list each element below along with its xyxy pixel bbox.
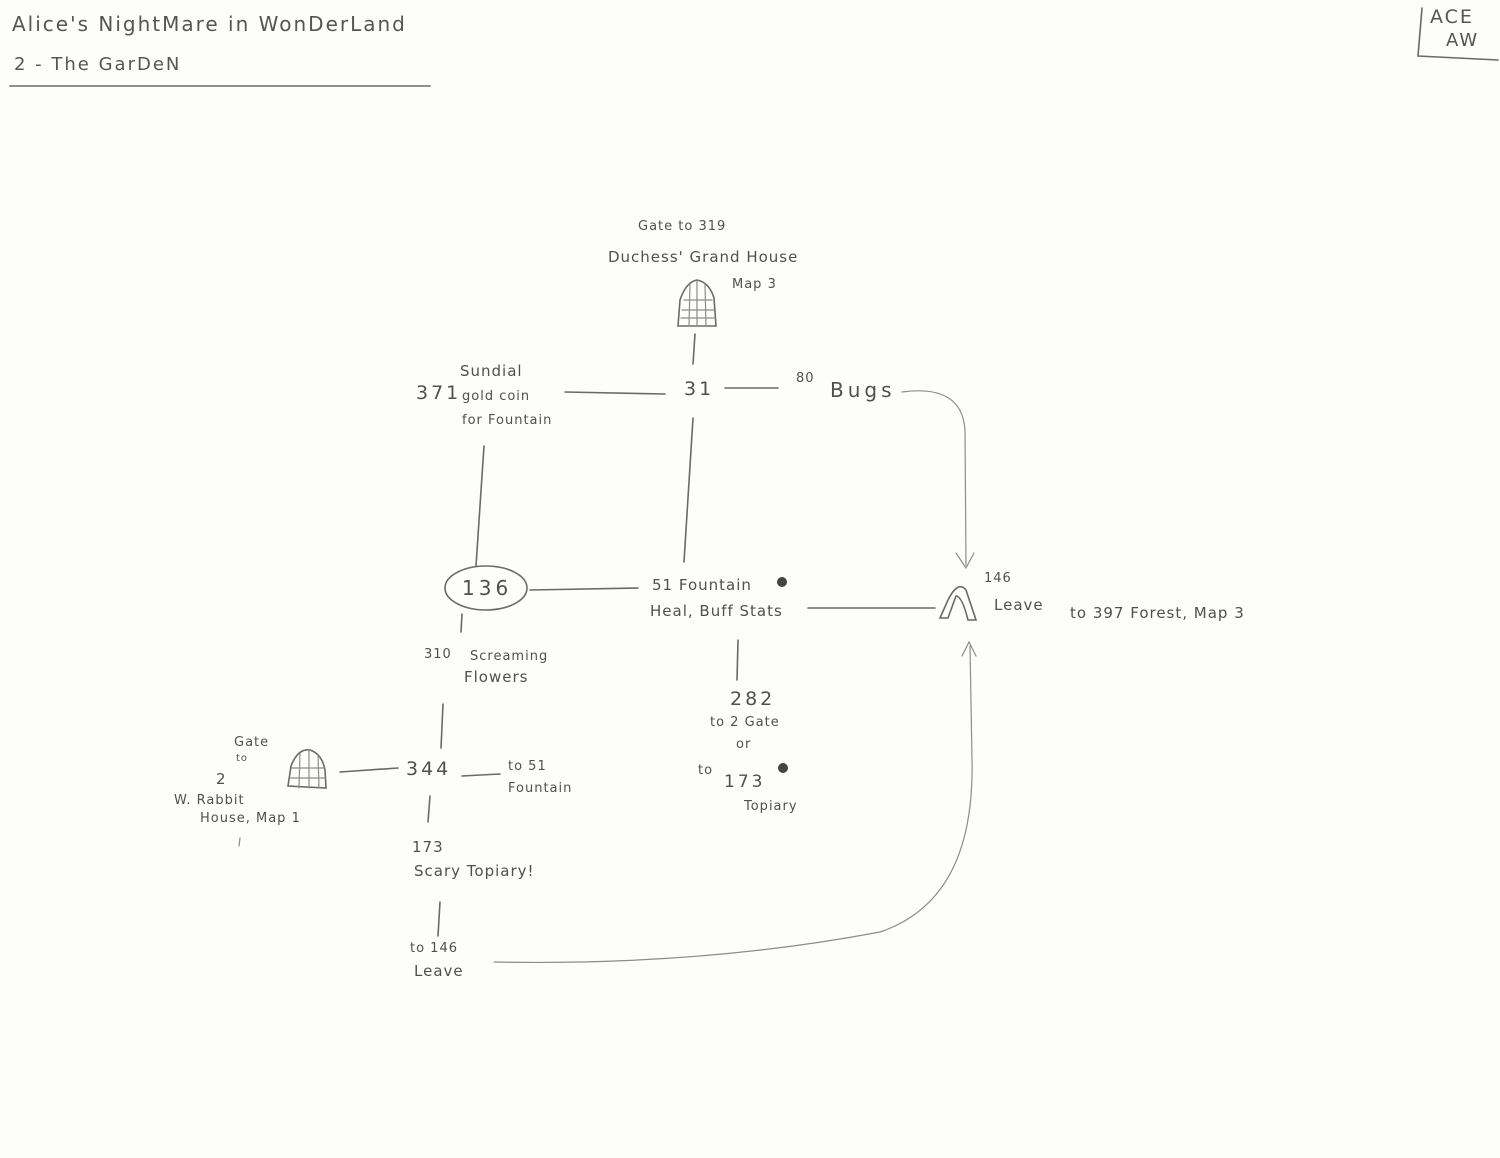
initials-line1: ACE — [1430, 6, 1474, 28]
edge-51-282 — [736, 639, 739, 681]
dot-51 — [777, 577, 787, 587]
edge-371-136 — [475, 445, 485, 567]
node-282-number: 282 — [730, 688, 776, 710]
node-371-line3: for Fountain — [462, 413, 553, 428]
node-344-line1: to 51 — [508, 759, 547, 774]
gate2-line2: to — [236, 753, 249, 764]
node-371-line2: gold coin — [462, 389, 531, 404]
dot-173 — [778, 763, 788, 773]
arrow-into-146-top — [955, 552, 975, 570]
node-51-line2: Heal, Buff Stats — [650, 602, 783, 620]
node-173-number: 173 — [412, 838, 444, 856]
node-136-number: 136 — [462, 576, 513, 600]
node-344-line2: Fountain — [508, 781, 573, 796]
node-282-line2: or — [736, 737, 752, 752]
edge-136-51 — [529, 587, 639, 591]
initials-line2: AW — [1446, 30, 1480, 51]
map-title: Alice's NightMare in WonDerLand — [12, 12, 407, 36]
node-282-line1: to 2 Gate — [710, 715, 780, 730]
edge-136-310 — [460, 613, 463, 633]
edge-344-to51 — [461, 773, 501, 777]
stray-mark — [238, 837, 241, 847]
node-173-line1: Scary Topiary! — [414, 862, 535, 880]
edge-371-31 — [564, 391, 666, 395]
node-371-number: 371 — [416, 382, 462, 404]
gate2-line1: Gate — [234, 735, 270, 750]
gate-icon-top — [677, 279, 717, 327]
map-subtitle: 2 - The GarDeN — [14, 54, 182, 75]
gate319-line3: Map 3 — [732, 277, 777, 292]
node-31-number: 31 — [684, 378, 715, 400]
edge-310-344 — [440, 703, 444, 749]
gate319-line2: Duchess' Grand House — [608, 248, 799, 266]
leave-line1: to 146 — [410, 941, 458, 956]
edge-344-173 — [427, 795, 431, 823]
edge-gate319-31 — [692, 333, 696, 365]
leave-line2: Leave — [414, 962, 464, 980]
arch-icon — [938, 585, 978, 621]
gate319-line1: Gate to 319 — [638, 219, 727, 234]
node-51-line1: 51 Fountain — [652, 576, 752, 594]
node-282-line3-num: 173 — [724, 772, 766, 792]
node-344-number: 344 — [406, 758, 452, 780]
gate2-line3: 2 — [216, 770, 227, 788]
initials-box — [1417, 7, 1499, 61]
gate2-line4: W. Rabbit — [174, 793, 245, 808]
arrow-into-146-bottom — [961, 640, 977, 657]
node-371-line1: Sundial — [460, 362, 523, 380]
edge-173-leave — [437, 901, 441, 937]
gate2-line5: House, Map 1 — [200, 811, 301, 826]
edge-31-51 — [683, 417, 694, 563]
node-146-line1: Leave — [994, 596, 1044, 614]
edge-gate2-344 — [339, 767, 399, 773]
node-146-number: 146 — [984, 571, 1012, 586]
gate-icon-left — [287, 749, 327, 789]
node-310-number: 310 — [424, 647, 452, 662]
node-310-line2: Flowers — [464, 668, 529, 686]
node-310-line1: Screaming — [470, 649, 549, 664]
node-136-circle — [444, 565, 528, 611]
node-80-number: 80 — [796, 371, 815, 386]
node-146-line2: to 397 Forest, Map 3 — [1070, 604, 1245, 622]
edge-leave-146 — [493, 645, 973, 964]
node-282-line3-prefix: to — [698, 763, 714, 778]
edge-80-146 — [901, 390, 967, 566]
node-80-label: Bugs — [830, 378, 896, 402]
node-282-line4: Topiary — [744, 799, 798, 814]
